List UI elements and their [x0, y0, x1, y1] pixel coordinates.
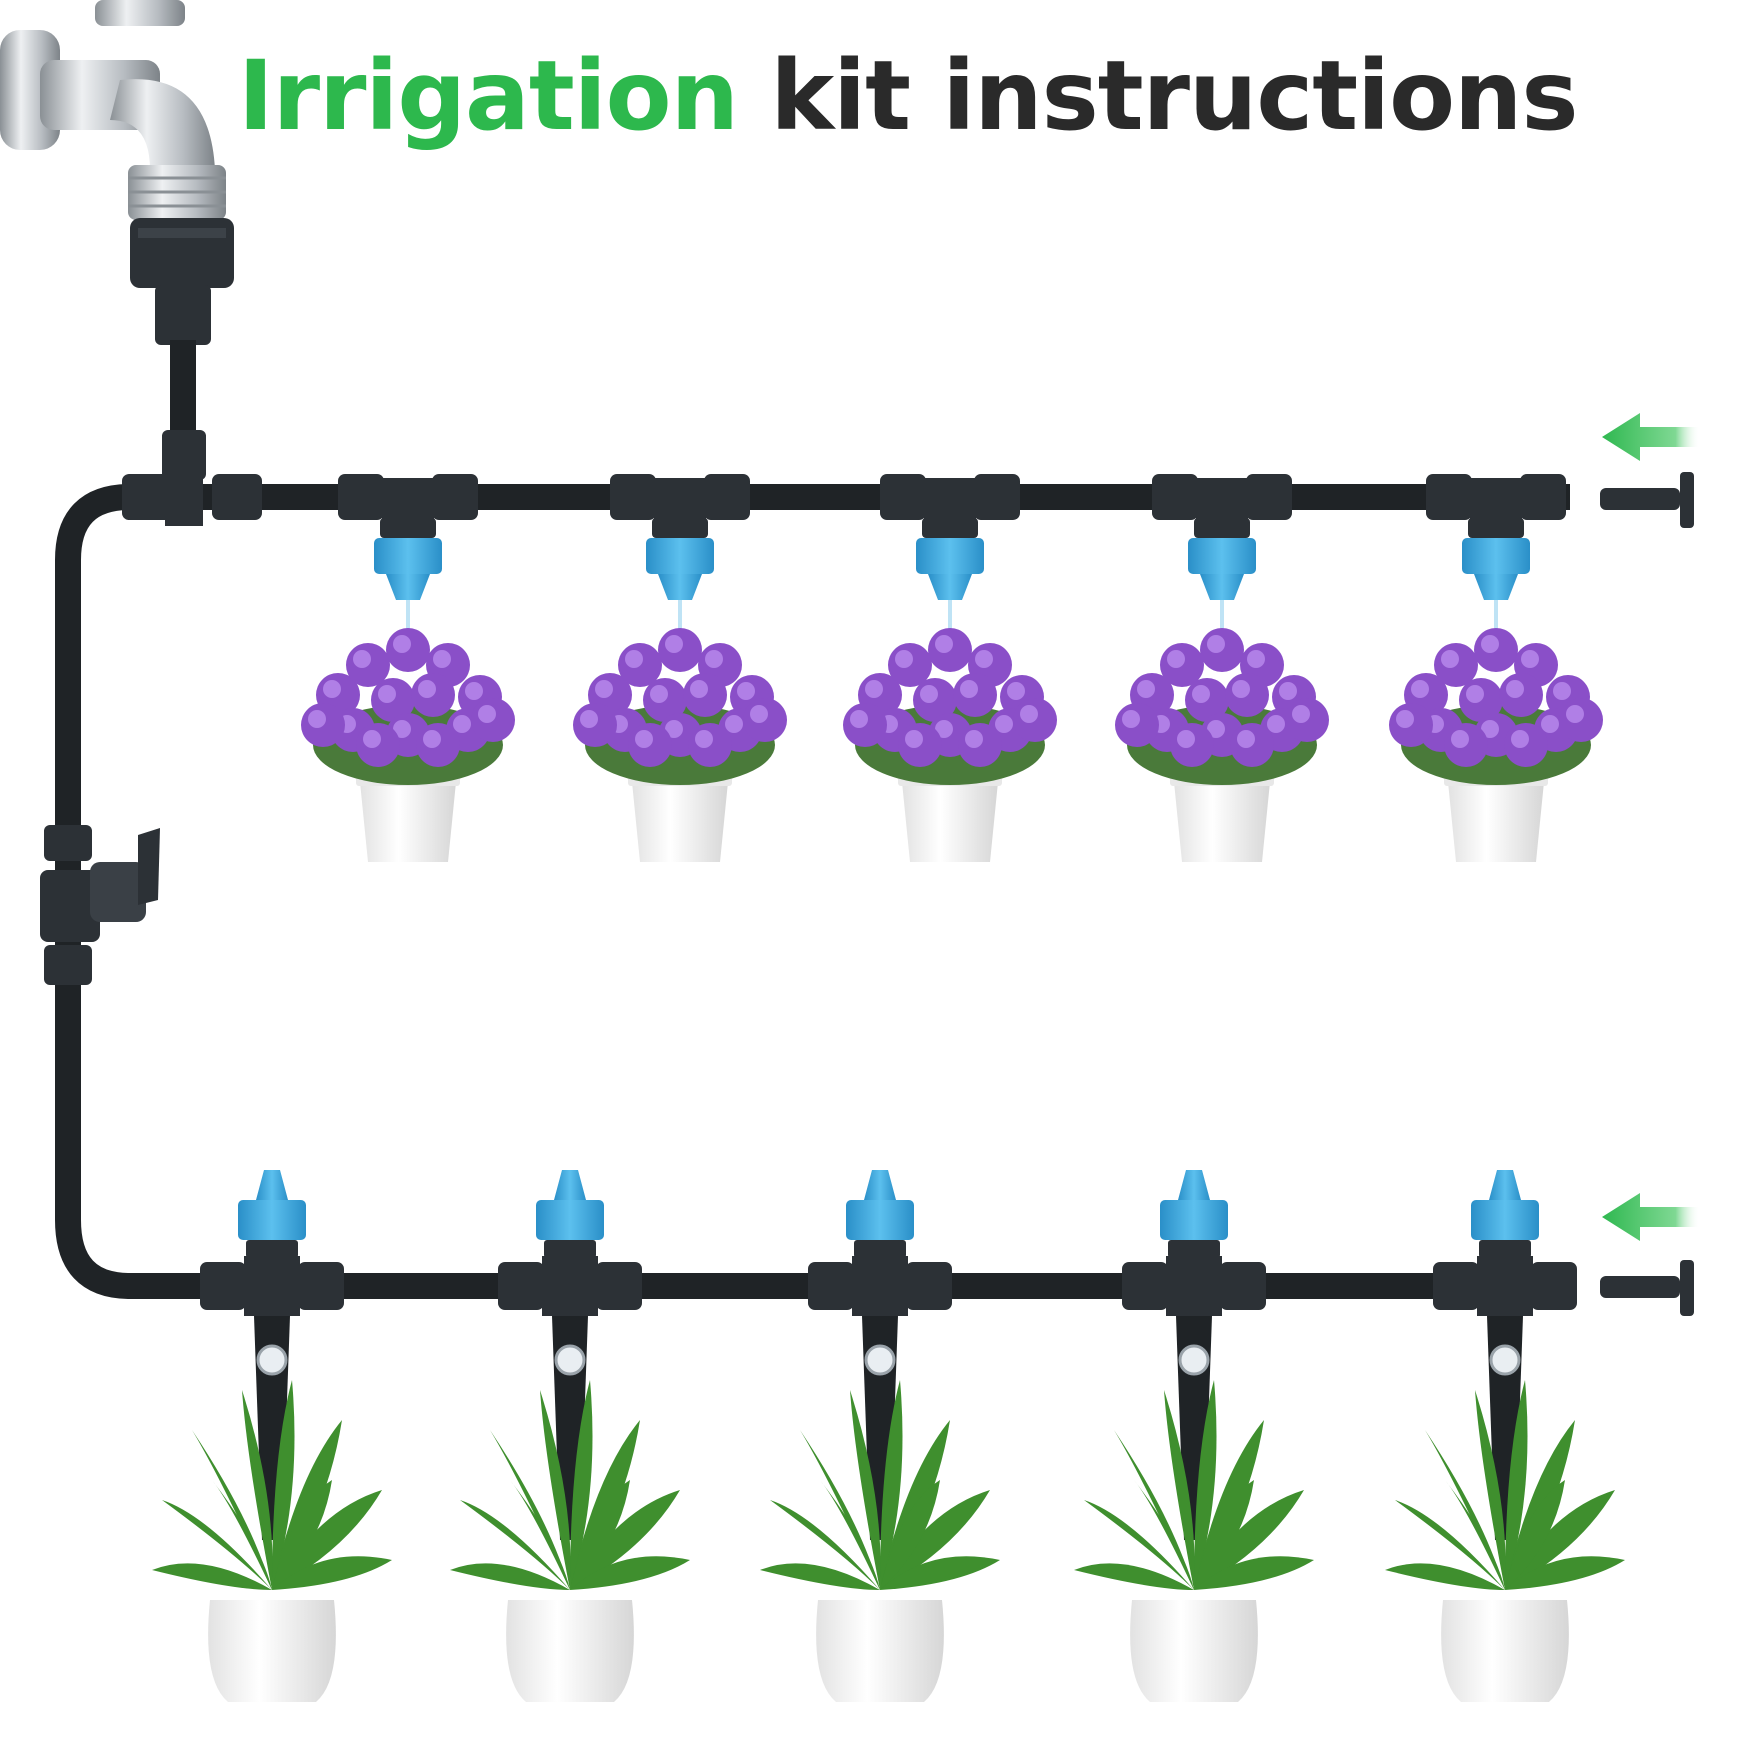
flower-pot-icon: [573, 628, 787, 862]
flower-pot-icon: [1389, 628, 1603, 862]
stake-drip-emitter-icon: [238, 1170, 306, 1540]
tee-body: [244, 1256, 300, 1316]
end-plug-icon: [1600, 472, 1694, 528]
top-outlet: [573, 474, 787, 862]
top-outlet: [1389, 474, 1603, 862]
main-tee-fitting: [122, 430, 262, 526]
page-title: Irrigation kit instructions: [238, 48, 1579, 144]
top-outlet: [301, 474, 515, 862]
flower-pot-icon: [301, 628, 515, 862]
tee-coupler: [1433, 1262, 1479, 1310]
title-rest: kit instructions: [770, 40, 1578, 152]
tee-body: [542, 1256, 598, 1316]
tee-body: [1477, 1256, 1533, 1316]
main-pipe: [55, 340, 1575, 1299]
ball-valve-icon: [40, 825, 160, 985]
tee-coupler: [200, 1262, 246, 1310]
bottom-outlet: [450, 1170, 690, 1702]
bottom-outlet: [1074, 1170, 1314, 1702]
tee-coupler: [1220, 1262, 1266, 1310]
tee-coupler: [880, 474, 926, 520]
tee-coupler: [1426, 474, 1472, 520]
flower-pot-icon: [1130, 1600, 1258, 1702]
tee-coupler: [432, 474, 478, 520]
stake-drip-emitter-icon: [536, 1170, 604, 1540]
bottom-outlet: [760, 1170, 1000, 1702]
tee-coupler: [1246, 474, 1292, 520]
tee-coupler: [338, 474, 384, 520]
tee-coupler: [596, 1262, 642, 1310]
tee-coupler: [704, 474, 750, 520]
hanging-drip-emitter-icon: [1188, 518, 1256, 640]
bottom-outlet: [152, 1170, 392, 1702]
leaf-plant-icon: [760, 1380, 1000, 1590]
title-highlight: Irrigation: [238, 40, 739, 152]
tee-coupler: [1122, 1262, 1168, 1310]
flower-pot-icon: [1441, 1600, 1569, 1702]
tee-coupler: [808, 1262, 854, 1310]
leaf-plant-icon: [152, 1380, 392, 1590]
hanging-drip-emitter-icon: [646, 518, 714, 640]
tee-coupler: [1520, 474, 1566, 520]
arrow-left-icon: [1602, 413, 1700, 461]
tee-coupler: [906, 1262, 952, 1310]
top-outlet: [1115, 474, 1329, 862]
leaf-plant-icon: [1385, 1380, 1625, 1590]
flower-pot-icon: [816, 1600, 944, 1702]
flower-pot-icon: [506, 1600, 634, 1702]
tee-body: [1166, 1256, 1222, 1316]
hanging-drip-emitter-icon: [916, 518, 984, 640]
tee-coupler: [1152, 474, 1198, 520]
top-outlet: [843, 474, 1057, 862]
hanging-drip-emitter-icon: [1462, 518, 1530, 640]
tee-coupler: [298, 1262, 344, 1310]
tee-body: [852, 1256, 908, 1316]
flower-pot-icon: [1115, 628, 1329, 862]
tee-coupler: [1531, 1262, 1577, 1310]
bottom-outlet: [1385, 1170, 1625, 1702]
tee-coupler: [498, 1262, 544, 1310]
stake-drip-emitter-icon: [846, 1170, 914, 1540]
arrow-left-icon: [1602, 1193, 1700, 1241]
tee-coupler: [610, 474, 656, 520]
tee-coupler: [974, 474, 1020, 520]
stake-drip-emitter-icon: [1160, 1170, 1228, 1540]
flower-pot-icon: [208, 1600, 336, 1702]
hanging-drip-emitter-icon: [374, 518, 442, 640]
end-plug-icon: [1600, 1260, 1694, 1316]
flower-pot-icon: [843, 628, 1057, 862]
stake-drip-emitter-icon: [1471, 1170, 1539, 1540]
faucet-icon: [0, 0, 234, 345]
bottom-line-emitters: [152, 1170, 1625, 1702]
leaf-plant-icon: [1074, 1380, 1314, 1590]
leaf-plant-icon: [450, 1380, 690, 1590]
top-line-emitters: [301, 474, 1603, 862]
